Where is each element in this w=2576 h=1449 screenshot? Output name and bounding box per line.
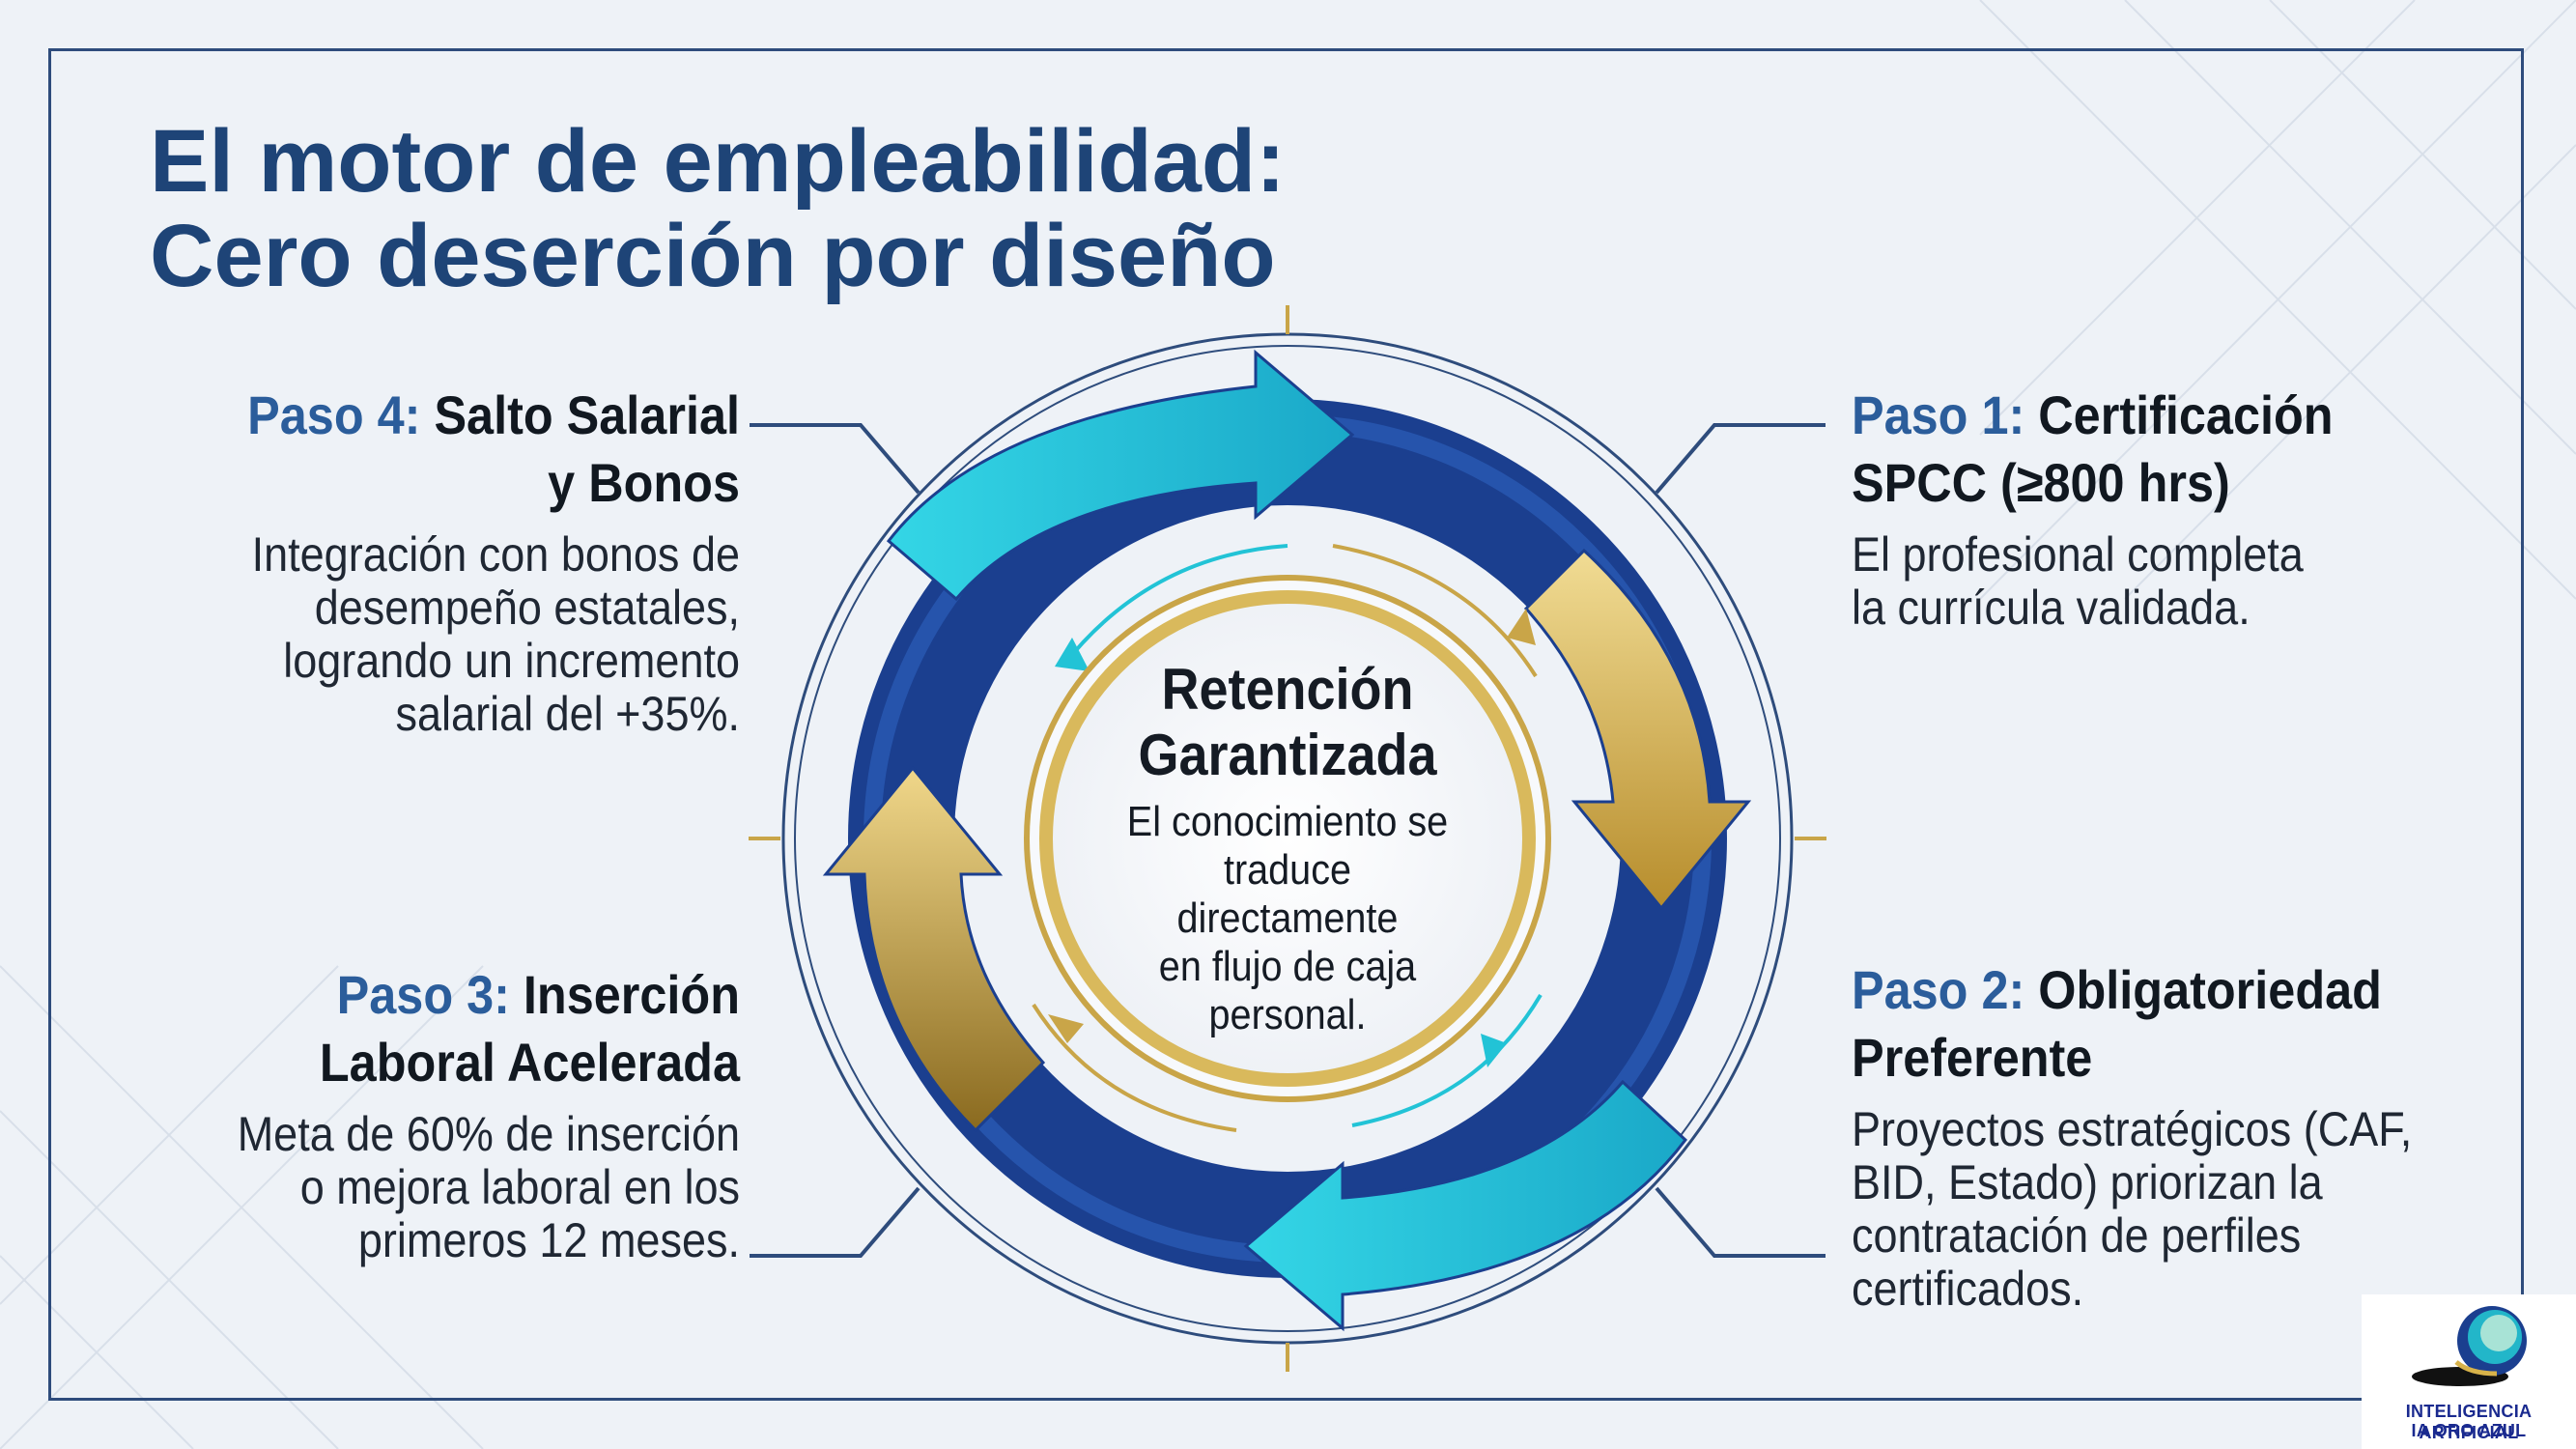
- step-4-title-line2: y Bonos: [548, 452, 740, 513]
- center-desc-line3: en flujo de caja: [1158, 943, 1417, 990]
- slide-title: El motor de empleabilidad: Cero deserció…: [150, 114, 1286, 303]
- slide-frame: [48, 48, 2524, 1401]
- center-desc-line1: El conocimiento se: [1126, 798, 1449, 845]
- step-3-heading: Paso 3: Inserción Laboral Acelerada: [79, 961, 740, 1096]
- step-1-desc-line: El profesional completa: [1852, 527, 2304, 582]
- step-4-desc-line: salarial del +35%.: [395, 687, 740, 741]
- step-2-title: Obligatoriedad: [2038, 959, 2382, 1020]
- center-title: Retención Garantizada: [1114, 657, 1461, 788]
- step-4-description: Integración con bonos de desempeño estat…: [79, 528, 740, 741]
- step-3-desc-line: o mejora laboral en los: [299, 1160, 740, 1214]
- inner-arrow-heads: [1048, 609, 1536, 1067]
- center-title-line1: Retención: [1161, 657, 1414, 722]
- step-2-desc-line: certificados.: [1852, 1262, 2084, 1316]
- step-2: Paso 2: Obligatoriedad Preferente Proyec…: [1852, 956, 2576, 1316]
- step-3-title-line2: Laboral Acelerada: [319, 1032, 740, 1093]
- center-desc-line2: traduce directamente: [1176, 846, 1399, 942]
- outer-ring-inner: [794, 345, 1781, 1332]
- step-2-heading: Paso 2: Obligatoriedad Preferente: [1852, 956, 2512, 1092]
- slide-title-line2: Cero deserción por diseño: [150, 207, 1276, 305]
- step-1-heading: Paso 1: Certificación SPCC (≥800 hrs): [1852, 382, 2512, 517]
- step-4-desc-line: logrando un incremento: [283, 634, 740, 688]
- step-1-desc-line: la currícula validada.: [1852, 581, 2250, 635]
- step-1-number: Paso 1:: [1852, 384, 2025, 445]
- connector-lines: [750, 423, 1826, 1258]
- step-1-title-line2: SPCC (≥800 hrs): [1852, 452, 2230, 513]
- center-label: Retención Garantizada El conocimiento se…: [1094, 657, 1481, 1039]
- center-title-line2: Garantizada: [1138, 723, 1437, 787]
- step-2-number: Paso 2:: [1852, 959, 2025, 1020]
- center-medallion: [1039, 590, 1536, 1087]
- step-1: Paso 1: Certificación SPCC (≥800 hrs) El…: [1852, 382, 2576, 635]
- step-3-number: Paso 3:: [336, 964, 510, 1025]
- center-desc-line4: personal.: [1208, 991, 1367, 1038]
- step-4: Paso 4: Salto Salarial y Bonos Integraci…: [6, 382, 740, 741]
- step-4-desc-line: Integración con bonos de: [251, 527, 740, 582]
- step-2-desc-line: Proyectos estratégicos (CAF,: [1852, 1102, 2413, 1156]
- gold-tick-marks: [749, 305, 1826, 1372]
- arrow-step4-to-step1: [886, 349, 1355, 602]
- step-2-desc-line: contratación de perfiles: [1852, 1208, 2302, 1263]
- step-1-title: Certificación: [2038, 384, 2334, 445]
- arrow-step1-to-step2: [1523, 548, 1752, 911]
- step-4-heading: Paso 4: Salto Salarial y Bonos: [79, 382, 740, 517]
- step-2-desc-line: BID, Estado) priorizan la: [1852, 1155, 2323, 1209]
- logo-mark-icon: [2412, 1306, 2527, 1386]
- step-4-title: Salto Salarial: [434, 384, 740, 445]
- step-3-description: Meta de 60% de inserción o mejora labora…: [79, 1108, 740, 1267]
- logo-text-line2: IA ORO AZUL: [2411, 1421, 2527, 1440]
- logo-text-line1: INTELIGENCIA ARTIFICIAL: [2405, 1402, 2533, 1442]
- arrow-step3-to-step4: [822, 765, 1046, 1133]
- step-3-desc-line: primeros 12 meses.: [357, 1213, 740, 1267]
- slide-title-line1: El motor de empleabilidad:: [150, 112, 1286, 211]
- center-description: El conocimiento se traduce directamente …: [1114, 798, 1461, 1039]
- arrow-step2-to-step3: [1243, 1079, 1688, 1332]
- step-4-number: Paso 4:: [247, 384, 421, 445]
- step-4-desc-line: desempeño estatales,: [314, 581, 740, 635]
- step-3-desc-line: Meta de 60% de inserción: [237, 1107, 740, 1161]
- inner-flow-arrows: [1032, 544, 1543, 1132]
- step-2-title-line2: Preferente: [1852, 1027, 2093, 1088]
- step-3: Paso 3: Inserción Laboral Acelerada Meta…: [6, 961, 740, 1267]
- brand-logo: INTELIGENCIA ARTIFICIAL IA ORO AZUL: [2362, 1294, 2576, 1449]
- step-3-title: Inserción: [523, 964, 740, 1025]
- step-2-description: Proyectos estratégicos (CAF, BID, Estado…: [1852, 1103, 2512, 1316]
- step-1-description: El profesional completa la currícula val…: [1852, 528, 2512, 635]
